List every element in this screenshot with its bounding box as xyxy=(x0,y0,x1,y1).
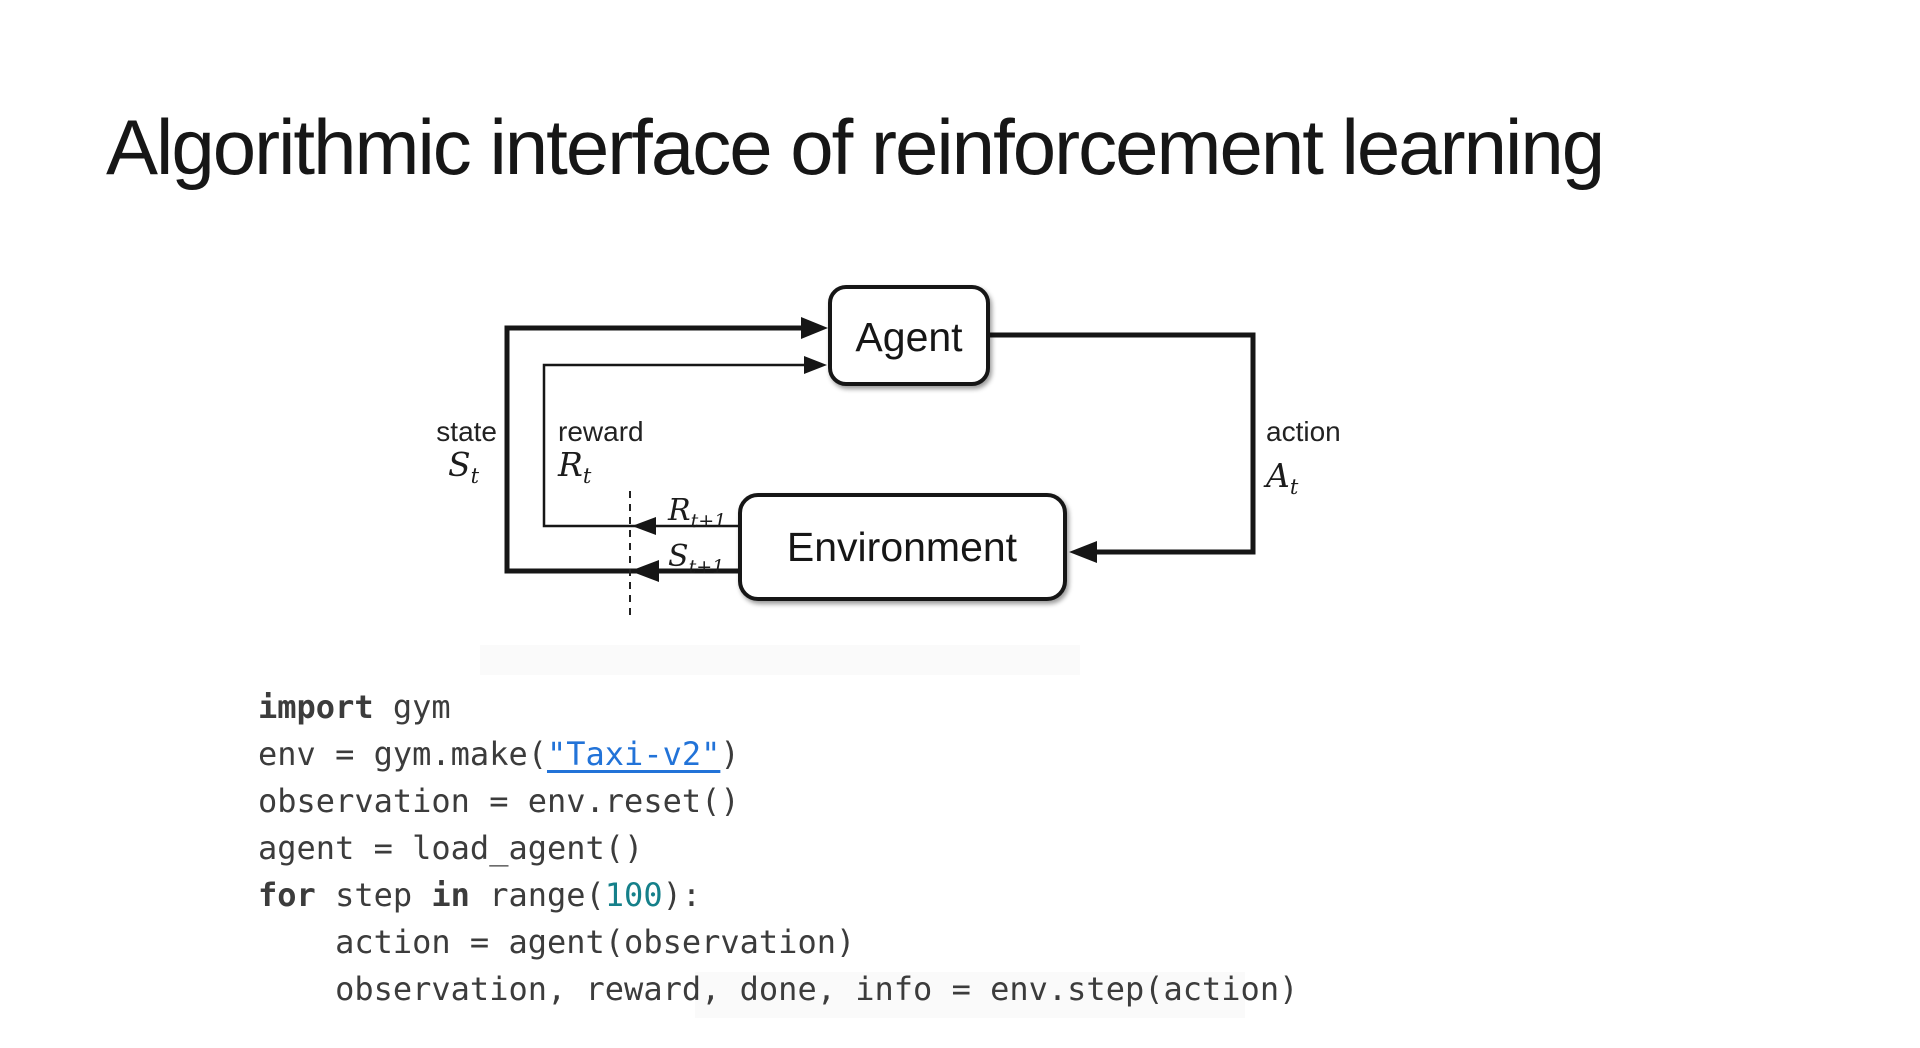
code-segment: agent = load_agent() xyxy=(258,829,644,867)
code-line: action = agent(observation) xyxy=(258,919,1298,966)
state-symbol: St xyxy=(448,445,480,488)
code-line: import gym xyxy=(258,684,1298,731)
state-next-arrowhead xyxy=(630,560,659,582)
code-segment: observation = env.reset() xyxy=(258,782,740,820)
code-segment: ): xyxy=(662,876,702,914)
environment-label: Environment xyxy=(787,524,1018,570)
code-line: observation = env.reset() xyxy=(258,778,1298,825)
code-segment: step xyxy=(315,876,432,914)
state-label: state xyxy=(436,416,497,447)
state-next-symbol: St+1 xyxy=(668,539,724,578)
code-segment: for xyxy=(258,876,316,914)
state-arrowhead-into-agent xyxy=(801,317,828,339)
background-artifact xyxy=(480,645,1080,675)
code-line: env = gym.make("Taxi-v2") xyxy=(258,731,1298,778)
agent-label: Agent xyxy=(855,314,963,360)
state-loop-line xyxy=(504,325,822,574)
action-arrowhead-into-environment xyxy=(1069,541,1097,563)
code-segment: in xyxy=(431,876,470,914)
reward-symbol: Rt xyxy=(557,445,592,488)
code-segment: 100 xyxy=(604,876,663,914)
reward-label: reward xyxy=(558,416,644,447)
code-line: observation, reward, done, info = env.st… xyxy=(258,966,1298,1013)
code-line: agent = load_agent() xyxy=(258,825,1298,872)
reward-next-symbol: Rt+1 xyxy=(667,493,726,532)
code-segment: action = agent(observation) xyxy=(258,923,856,961)
code-segment: import xyxy=(258,688,374,726)
code-segment: gym xyxy=(373,688,451,726)
action-label: action xyxy=(1266,416,1341,447)
code-segment: env = gym.make( xyxy=(258,735,547,773)
agent-box xyxy=(828,285,990,386)
reward-next-arrowhead xyxy=(632,517,656,535)
taxi-v2-link[interactable]: "Taxi-v2" xyxy=(546,735,721,773)
environment-box xyxy=(738,493,1067,601)
reward-arrowhead-into-agent xyxy=(804,356,827,374)
code-segment: ) xyxy=(720,735,740,773)
code-segment: range( xyxy=(469,876,605,914)
background-artifact xyxy=(695,972,1245,1018)
code-line: for step in range(100): xyxy=(258,872,1298,919)
action-symbol: At xyxy=(1263,456,1299,499)
action-loop-line xyxy=(990,332,1256,555)
code-segment: observation, reward, done, info = env.st… xyxy=(258,970,1299,1008)
page-title: Algorithmic interface of reinforcement l… xyxy=(106,103,1605,192)
